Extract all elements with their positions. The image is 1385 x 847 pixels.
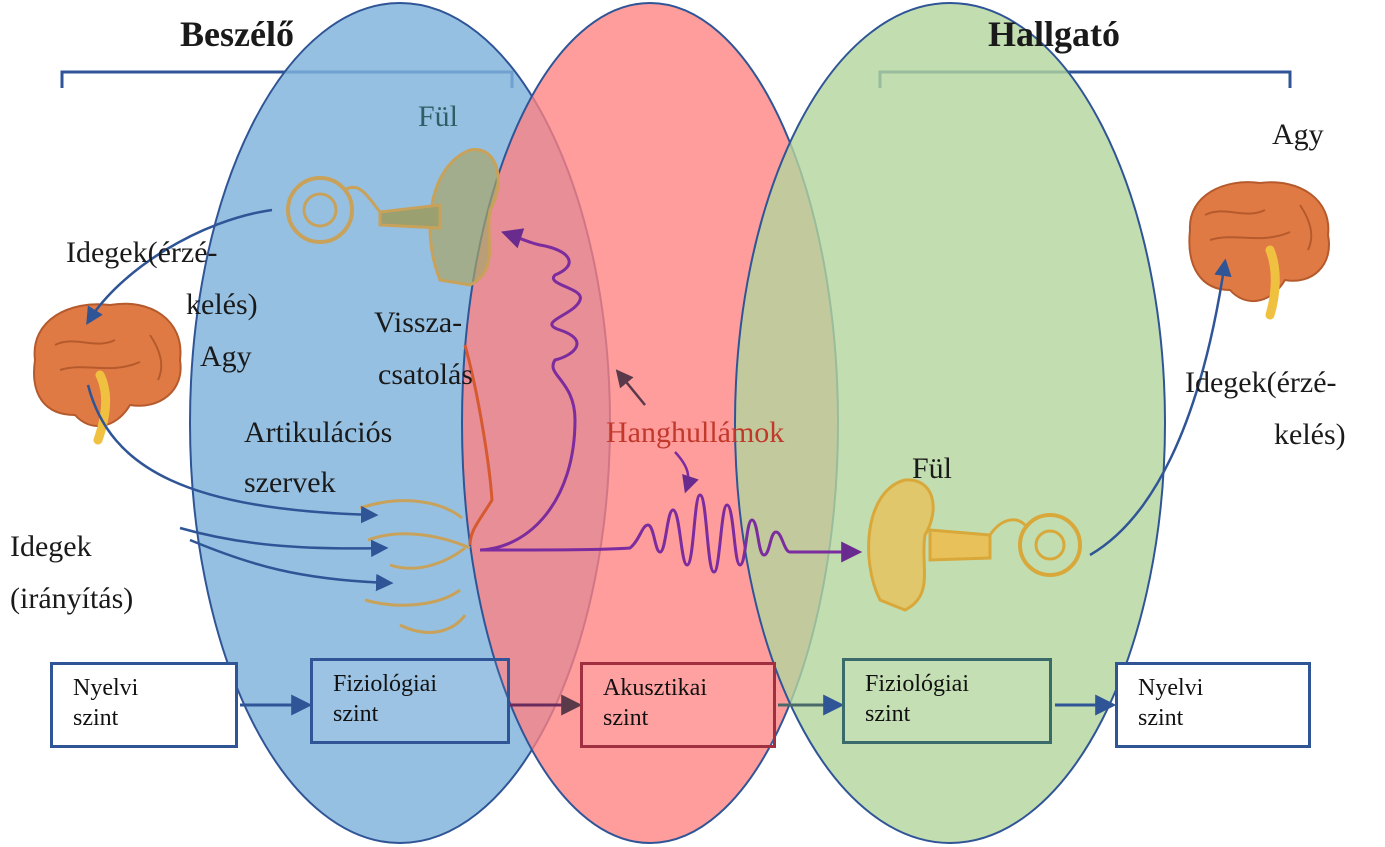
level-box-acoustic: Akusztikai szint: [580, 662, 776, 748]
nerve-arrow-articulator-1: [86, 384, 379, 524]
level-box-line1: Fiziológiai: [333, 671, 437, 697]
label-brain-left: Agy: [200, 340, 252, 373]
level-box-physiological-speaker: Fiziológiai szint: [310, 658, 510, 744]
label-sound-waves: Hanghullámok: [606, 416, 785, 449]
nerve-arrow-to-right-brain: [1089, 258, 1232, 557]
label-nerves-feel-left-1: Idegek(érzé-: [66, 236, 218, 269]
label-nerves-feel-left-2: kelés): [186, 288, 258, 321]
feedback-wave: [479, 228, 582, 552]
level-box-line1: Fiziológiai: [865, 671, 969, 697]
level-box-linguistic-listener: Nyelvi szint: [1115, 662, 1311, 748]
label-brain-right: Agy: [1272, 118, 1324, 151]
level-box-line2: szint: [865, 701, 911, 727]
listener-ear-icon: [867, 478, 1082, 612]
label-feedback-1: Vissza-: [374, 306, 463, 339]
level-box-line2: szint: [1138, 705, 1184, 731]
level-box-line2: szint: [603, 705, 649, 731]
nerve-arrow-to-brain: [86, 208, 273, 325]
vocal-tract-icon: [359, 344, 494, 634]
label-feedback-2: csatolás: [378, 358, 473, 391]
label-ear-right: Fül: [912, 452, 953, 485]
label-articulators-2: szervek: [244, 466, 336, 499]
nerve-arrow-articulator-2: [179, 526, 389, 558]
level-box-linguistic-speaker: Nyelvi szint: [50, 662, 238, 748]
level-box-line1: Akusztikai: [603, 675, 707, 701]
listener-zone-ellipse: [734, 2, 1166, 844]
label-nerves-feel-right-1: Idegek(érzé-: [1185, 366, 1337, 399]
level-box-physiological-listener: Fiziológiai szint: [842, 658, 1052, 744]
label-ear-top: Fül: [418, 100, 459, 133]
speaker-title: Beszélő: [180, 14, 294, 54]
left-brain-icon: [33, 302, 182, 445]
level-box-line2: szint: [333, 701, 379, 727]
label-nerves-feel-right-2: kelés): [1274, 418, 1346, 451]
listener-title: Hallgató: [988, 14, 1120, 54]
sound-wave: [479, 493, 863, 574]
label-nerves-control-1: Idegek: [10, 530, 92, 563]
pointer-to-wave: [674, 451, 699, 494]
label-nerves-control-2: (irányítás): [10, 582, 134, 615]
level-box-line1: Nyelvi: [73, 675, 139, 701]
pointer-to-feedback: [615, 369, 646, 406]
right-brain-icon: [1188, 181, 1330, 320]
level-box-line2: szint: [73, 705, 119, 731]
label-articulators-1: Artikulációs: [244, 416, 393, 449]
level-box-line1: Nyelvi: [1138, 675, 1204, 701]
speaker-ear-icon: [286, 148, 500, 287]
nerve-arrow-articulator-3: [189, 538, 394, 592]
